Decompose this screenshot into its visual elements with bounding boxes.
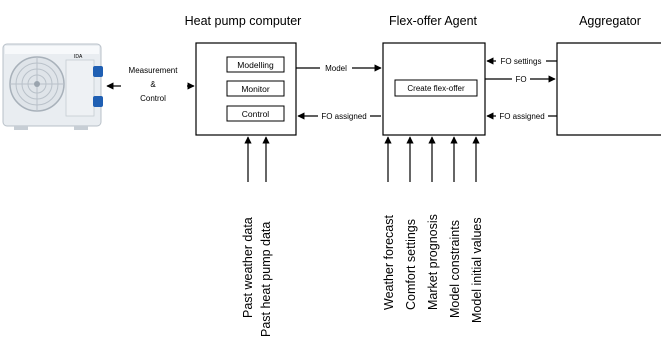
- ampersand-label: &: [150, 80, 156, 89]
- control-label: Control: [140, 94, 166, 103]
- model-label: Model: [325, 64, 347, 73]
- device-brand: IDA: [74, 54, 83, 60]
- create-flex-offer-box: [394, 79, 478, 97]
- weather-forecast-label: Weather forecast: [382, 215, 396, 310]
- heat-pump-unit-image: IDA: [2, 43, 103, 130]
- aggregator-title: Aggregator: [579, 14, 641, 28]
- comfort-settings-label: Comfort settings: [404, 219, 418, 310]
- flex-offer-agent-title: Flex-offer Agent: [389, 14, 478, 28]
- heat-pump-computer-title: Heat pump computer: [185, 14, 302, 28]
- fo-assigned-left-label: FO assigned: [321, 112, 366, 121]
- market-prognosis-label: Market prognosis: [426, 214, 440, 310]
- modelling-label: Modelling: [237, 60, 274, 70]
- fo-settings-label: FO settings: [501, 57, 542, 66]
- fo-assigned-right-label: FO assigned: [499, 112, 544, 121]
- measurement-label: Measurement: [129, 66, 179, 75]
- monitor-box: [226, 80, 285, 97]
- aggregator-box: [556, 42, 661, 136]
- control-box-label: Control: [242, 109, 270, 119]
- monitor-label: Monitor: [241, 84, 270, 94]
- modelling-box: [226, 56, 285, 73]
- past-weather-data-label: Past weather data: [241, 217, 255, 318]
- control-box: [226, 105, 285, 122]
- fo-label: FO: [515, 75, 526, 84]
- model-constraints-label: Model constraints: [448, 220, 462, 318]
- model-initial-values-label: Model initial values: [470, 217, 484, 323]
- create-flex-offer-label: Create flex-offer: [407, 84, 465, 93]
- past-heat-pump-data-label: Past heat pump data: [259, 222, 273, 337]
